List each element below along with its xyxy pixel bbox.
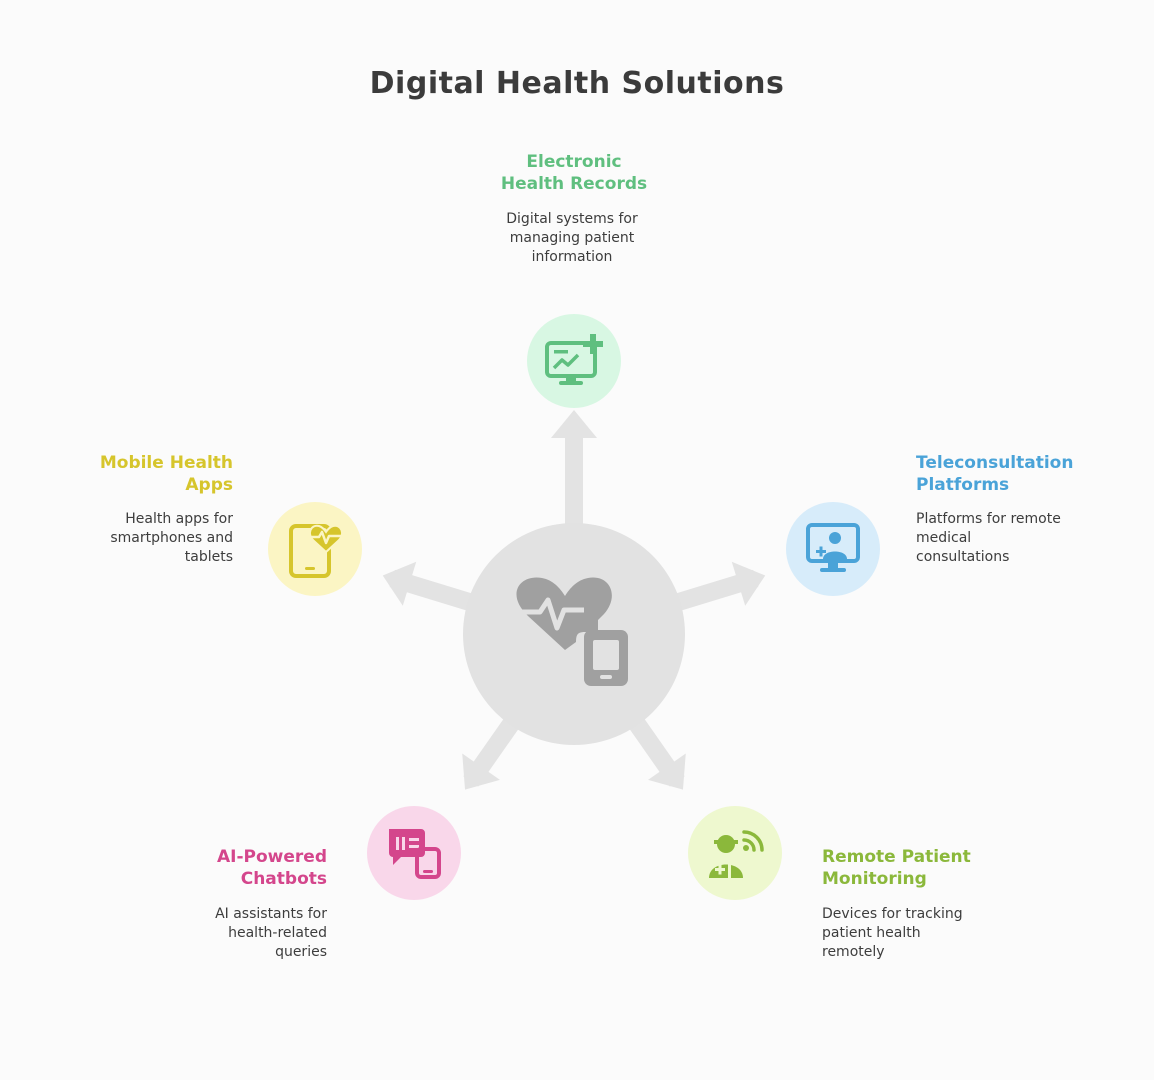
ehr-heading: Electronic Health Records [454,151,694,195]
tele-heading: Teleconsultation Platforms [916,452,1116,496]
mhealth-heading-line-2: Apps [185,475,233,495]
heart-with-tablet-icon [516,577,628,686]
mhealth-desc-line-3: tablets [184,549,233,565]
chatbots-desc-line-3: queries [275,944,327,960]
arrow-upper-left [382,561,491,617]
rpm-heading: Remote Patient Monitoring [822,846,1042,890]
ehr-heading-line-2: Health Records [500,174,648,194]
rpm-heading-line-2: Monitoring [822,869,927,889]
tele-heading-line-2: Platforms [916,475,1010,495]
rpm-desc-line-3: remotely [822,944,885,960]
chatbots-desc-line-2: health-related [228,925,327,941]
rpm-desc-line-1: Devices for tracking [822,906,963,922]
arrow-upper-right [657,561,766,617]
patient-signal-icon [709,830,764,878]
mhealth-heading: Mobile Health Apps [33,452,233,496]
chatbots-heading: AI-Powered Chatbots [127,846,327,890]
chatbots-circle [367,806,461,900]
mhealth-heading-line-1: Mobile Health [99,453,233,473]
diagram-title: Digital Health Solutions [369,66,785,101]
medical-monitor-icon [545,334,603,385]
tele-desc-line-3: consultations [916,549,1010,565]
rpm-description: Devices for tracking patient health remo… [822,905,1042,962]
mhealth-desc-line-2: smartphones and [110,530,233,546]
ehr-desc-line-2: managing patient [509,230,635,246]
ehr-circle [527,314,621,408]
tele-description: Platforms for remote medical consultatio… [916,510,1116,567]
mhealth-circle [268,502,362,596]
chat-bubbles-icon [389,829,441,879]
ehr-description: Digital systems for managing patient inf… [454,210,690,267]
tablet-heart-icon [289,524,344,578]
rpm-circle [688,806,782,900]
arrow-up [551,410,597,544]
rpm-desc-line-2: patient health [822,925,921,941]
doctor-screen-icon [806,523,860,572]
chatbots-heading-line-2: Chatbots [240,869,327,889]
ehr-heading-line-1: Electronic [526,152,622,172]
chatbots-description: AI assistants for health-related queries [127,905,327,962]
mhealth-desc-line-1: Health apps for [125,511,233,527]
mhealth-description: Health apps for smartphones and tablets [33,510,233,567]
chatbots-heading-line-1: AI-Powered [217,847,327,867]
rpm-heading-line-1: Remote Patient [822,847,971,867]
ehr-desc-line-3: information [531,249,613,265]
tele-circle [786,502,880,596]
ehr-desc-line-1: Digital systems for [506,211,638,227]
tele-heading-line-1: Teleconsultation [916,453,1074,473]
tele-desc-line-1: Platforms for remote [916,511,1061,527]
tele-desc-line-2: medical [916,530,972,546]
chatbots-desc-line-1: AI assistants for [215,906,327,922]
